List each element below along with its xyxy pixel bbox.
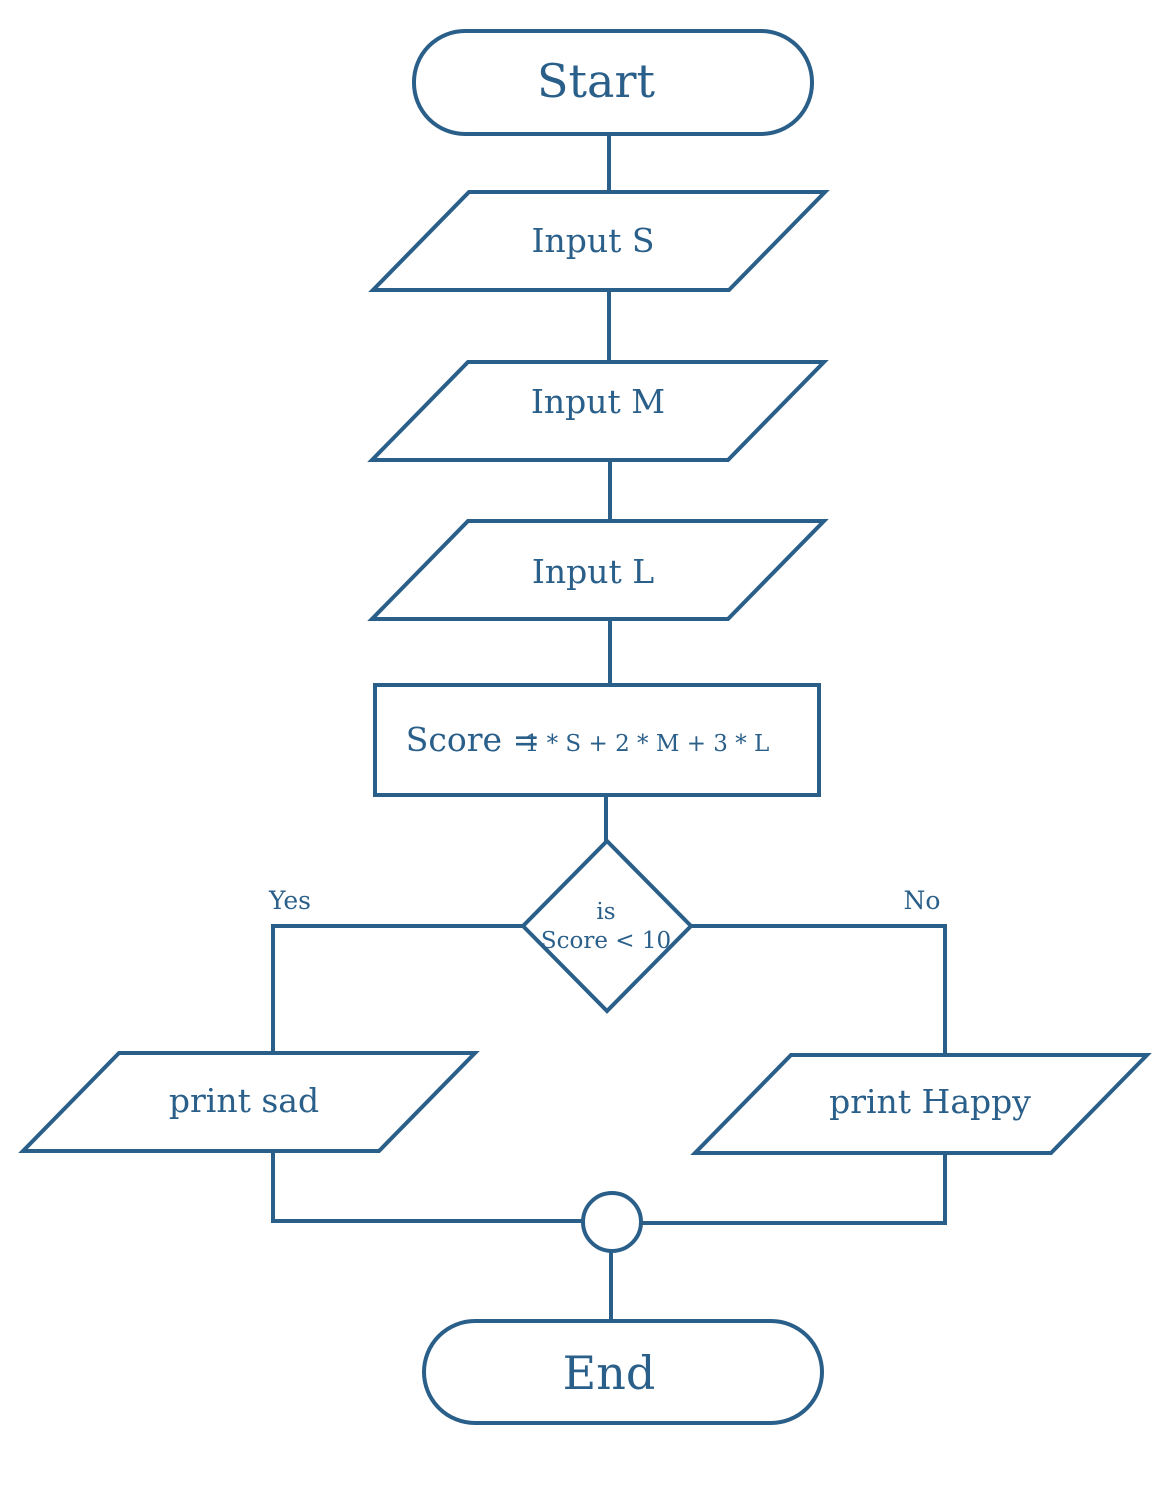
connector-sad-to-merge [271,1149,585,1223]
decision-label-line2: Score < 10 [541,928,671,954]
input-l-node: Input L [367,519,829,621]
decision-shape [520,838,694,1014]
print-happy-node: print Happy [690,1053,1152,1155]
print-sad-node: print sad [18,1051,480,1153]
print-sad-label: print sad [169,1081,319,1120]
yes-branch-label: Yes [268,886,311,915]
end-shape [422,1319,824,1425]
end-terminal: End [422,1319,824,1425]
input-l-label: Input L [532,552,654,591]
print-sad-shape [18,1051,480,1153]
input-l-shape [367,519,829,621]
input-m-shape [367,360,829,462]
start-shape [412,29,814,136]
print-happy-shape [690,1053,1152,1155]
decision-node: is Score < 10 [520,838,694,1014]
connector-happy-to-merge [639,1151,947,1225]
process-label-rhs: 1 * S + 2 * M + 3 * L [525,731,770,757]
start-label: Start [537,54,655,108]
merge-connector [581,1191,643,1253]
end-label: End [563,1346,656,1400]
connectors [271,132,947,1323]
no-branch-label: No [904,886,941,915]
input-s-node: Input S [368,190,830,292]
input-m-node: Input M [367,360,829,462]
connector-no-branch [689,924,947,1057]
print-happy-label: print Happy [829,1082,1031,1121]
process-node: Score = 1 * S + 2 * M + 3 * L [373,683,821,797]
process-label-lhs: Score = [406,720,540,759]
connector-yes-branch [271,924,525,1055]
input-m-label: Input M [531,382,665,421]
input-s-shape [368,190,830,292]
decision-label-line1: is [596,899,615,925]
input-s-label: Input S [531,221,654,260]
process-shape [373,683,821,797]
start-terminal: Start [412,29,814,136]
